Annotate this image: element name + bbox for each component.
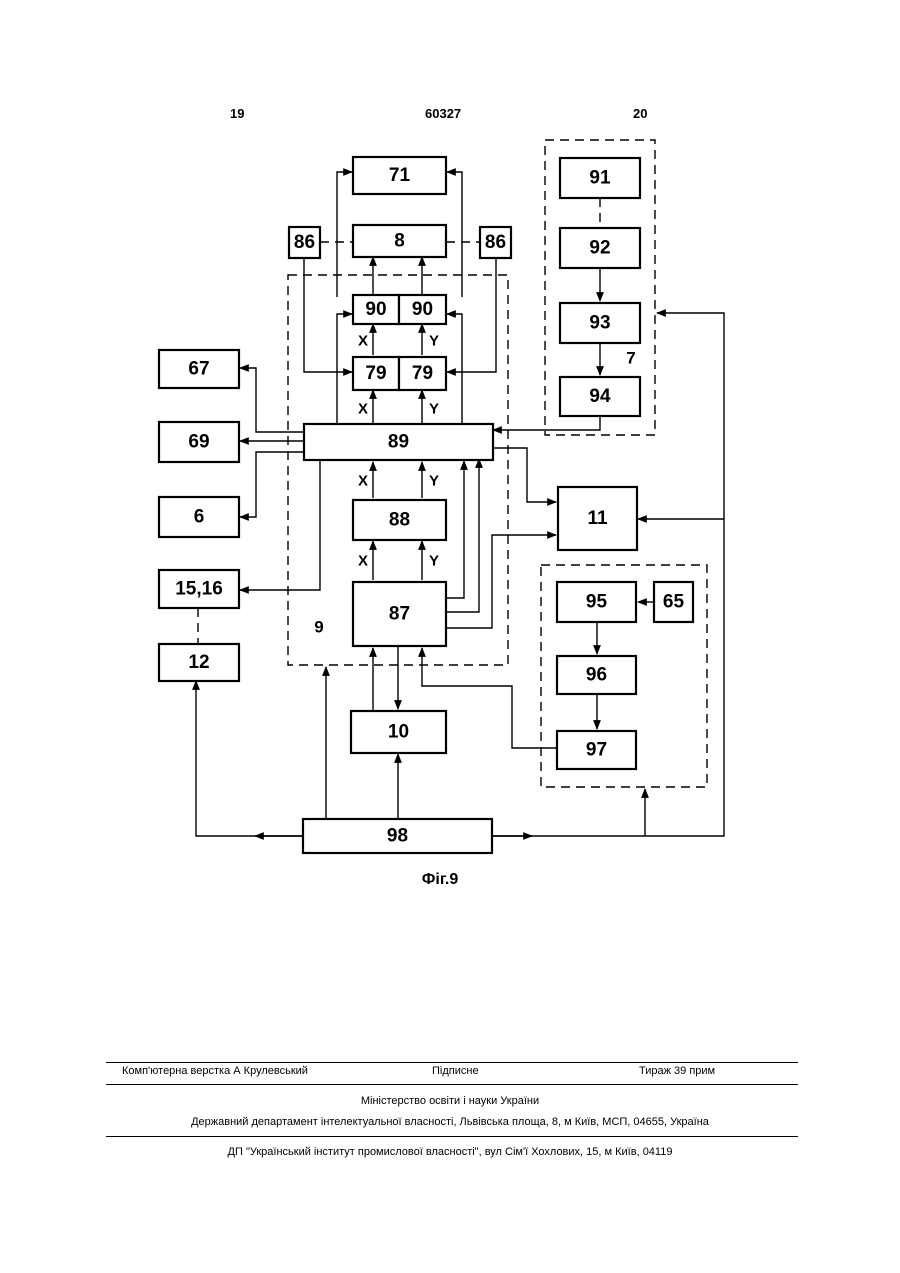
block-diagram: 71 8 86 86 90 90 79 79 89 88 87 10 98 67… (0, 0, 900, 900)
block-8-label: 8 (394, 231, 405, 252)
block-92-label: 92 (589, 238, 610, 259)
block-92: 92 (560, 228, 640, 268)
block-89-label: 89 (388, 432, 409, 453)
block-86-left-label: 86 (294, 232, 315, 253)
signal-x-label: X (358, 333, 368, 350)
block-67: 67 (159, 350, 239, 388)
block-96-label: 96 (586, 665, 607, 686)
block-87: 87 (353, 582, 446, 646)
figure-caption: Фіг.9 (0, 871, 880, 889)
block-65-label: 65 (663, 592, 685, 613)
connections (196, 172, 724, 836)
block-91: 91 (560, 158, 640, 198)
block-69: 69 (159, 422, 239, 462)
signal-y-label: Y (429, 401, 439, 418)
block-88: 88 (353, 500, 446, 540)
block-90-y: 90 (399, 295, 446, 324)
group-7-label: 7 (626, 349, 635, 368)
block-88-label: 88 (389, 510, 410, 531)
block-96: 96 (557, 656, 636, 694)
footer-institute: ДП "Український інститут промислової вла… (0, 1146, 900, 1158)
block-86-right: 86 (480, 227, 511, 258)
block-97-label: 97 (586, 740, 607, 761)
footer-rule-bottom (106, 1136, 798, 1137)
footer-circulation: Тираж 39 прим (639, 1065, 715, 1077)
block-97: 97 (557, 731, 636, 769)
block-11-label: 11 (587, 508, 608, 529)
block-6-label: 6 (194, 507, 205, 528)
block-87-label: 87 (389, 604, 410, 625)
signal-x-label: X (358, 473, 368, 490)
block-69-label: 69 (188, 432, 209, 453)
block-6: 6 (159, 497, 239, 537)
footer-department: Державний департамент інтелектуальної вл… (0, 1116, 900, 1128)
block-15-16-label: 15,16 (175, 579, 223, 600)
block-86-right-label: 86 (485, 232, 506, 253)
block-91-label: 91 (589, 168, 611, 189)
block-79-y: 79 (399, 357, 446, 390)
signal-y-label: Y (429, 553, 439, 570)
block-86-left: 86 (289, 227, 320, 258)
footer-layout-credit: Комп'ютерна верстка А Крулевський (122, 1065, 308, 1077)
block-94-label: 94 (589, 386, 611, 407)
signal-y-label: Y (429, 473, 439, 490)
footer-ministry: Міністерство освіти і науки України (0, 1095, 900, 1107)
footer-rule-top (106, 1062, 798, 1063)
signal-x-label: X (358, 553, 368, 570)
block-65: 65 (654, 582, 693, 622)
block-67-label: 67 (188, 359, 209, 380)
block-12-label: 12 (188, 652, 209, 673)
block-71-label: 71 (389, 165, 411, 186)
signal-x-label: X (358, 401, 368, 418)
block-93-label: 93 (589, 313, 610, 334)
block-11: 11 (558, 487, 637, 550)
group-9-label: 9 (314, 618, 323, 637)
block-90-y-label: 90 (412, 299, 433, 320)
block-79-y-label: 79 (412, 363, 433, 384)
block-89: 89 (304, 424, 493, 460)
footer-rule-middle (106, 1084, 798, 1085)
block-90-x-label: 90 (365, 299, 386, 320)
block-79-x: 79 (353, 357, 399, 390)
block-93: 93 (560, 303, 640, 343)
block-79-x-label: 79 (365, 363, 386, 384)
block-94: 94 (560, 377, 640, 416)
block-8: 8 (353, 225, 446, 257)
block-95-label: 95 (586, 592, 608, 613)
block-95: 95 (557, 582, 636, 622)
block-90-x: 90 (353, 295, 399, 324)
block-10-label: 10 (388, 722, 409, 743)
block-98: 98 (303, 819, 492, 853)
block-98-label: 98 (387, 826, 408, 847)
block-15-16: 15,16 (159, 570, 239, 608)
block-71: 71 (353, 157, 446, 194)
block-12: 12 (159, 644, 239, 681)
signal-y-label: Y (429, 333, 439, 350)
footer-signed: Підписне (432, 1065, 479, 1077)
block-10: 10 (351, 711, 446, 753)
